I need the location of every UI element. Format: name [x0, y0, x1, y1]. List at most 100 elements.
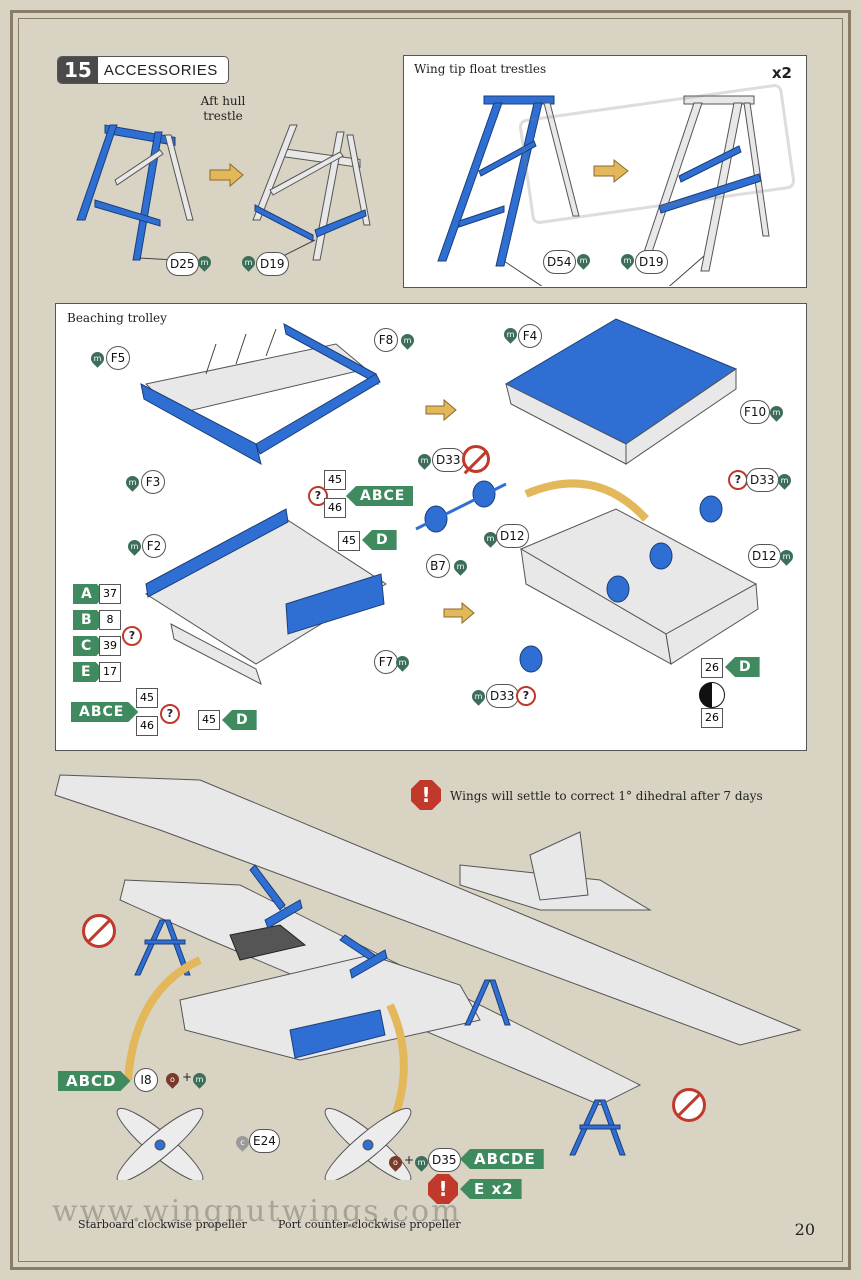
- step-title: ACCESSORIES: [103, 61, 218, 79]
- variant-tag-e: E: [73, 662, 106, 682]
- decal-icon: [699, 682, 725, 708]
- part-f4: F4: [518, 324, 542, 348]
- aft-hull-diagram: [76, 124, 371, 261]
- glue-drop-icon: m: [767, 403, 786, 422]
- variant-tag-a: A: [73, 584, 107, 604]
- aft-trestle-blue: [76, 124, 194, 261]
- part-f8: F8: [374, 328, 398, 352]
- glue-drop-icon: m: [88, 349, 107, 368]
- variant-num-c: 39: [99, 636, 121, 656]
- trolley-panel: Beaching trolley m: [55, 303, 807, 751]
- part-i8: I8: [134, 1068, 158, 1092]
- variant-num-b: 8: [99, 610, 121, 630]
- tag-abcd: ABCD: [58, 1071, 131, 1091]
- variant-num-e: 17: [99, 662, 121, 682]
- part-d25: D25: [166, 252, 199, 276]
- wing-tip-panel: Wing tip float trestles x2: [403, 55, 807, 288]
- warning-icon: !: [428, 1174, 458, 1204]
- wing-tip-diagram: [437, 95, 770, 286]
- num-26: 26: [701, 658, 723, 678]
- glue-drop-icon: m: [618, 251, 637, 270]
- part-d12-right: D12: [748, 544, 781, 568]
- num-46: 46: [324, 498, 346, 518]
- starboard-propeller: [116, 1107, 204, 1180]
- part-f10: F10: [740, 400, 771, 424]
- variant-tag-b: B: [73, 610, 107, 630]
- num-26: 26: [701, 708, 723, 728]
- glue-drop-icon: m: [775, 471, 794, 490]
- step-number: 15: [58, 57, 98, 83]
- question-icon: ?: [160, 704, 180, 724]
- tag-abce-bottom: ABCE: [71, 702, 138, 722]
- part-b7: B7: [426, 554, 450, 578]
- tag-d: D: [362, 530, 397, 550]
- glue-drop-icon: m: [398, 331, 417, 350]
- trolley-diagram: [140, 318, 759, 686]
- tag-d-right: D: [725, 657, 760, 677]
- part-d35: D35: [428, 1148, 461, 1172]
- trolley-title: Beaching trolley: [67, 311, 167, 325]
- num-45: 45: [136, 688, 158, 708]
- tag-e-x2: E x2: [460, 1179, 522, 1199]
- glue-drop-icon: m: [777, 547, 796, 566]
- part-d33-bottom: D33: [486, 684, 519, 708]
- glue-drop-icon: m: [123, 473, 142, 492]
- num-46: 46: [136, 716, 158, 736]
- glue-drop-icon: m: [469, 687, 488, 706]
- part-f3: F3: [141, 470, 165, 494]
- aft-hull-title: Aft hull trestle: [200, 94, 246, 123]
- part-f2: F2: [142, 534, 166, 558]
- part-f5: F5: [106, 346, 130, 370]
- glue-drop-icon: m: [239, 253, 258, 272]
- tag-d-bottom: D: [222, 710, 257, 730]
- warning-icon: !: [411, 780, 441, 810]
- glue-drop-icon: m: [501, 325, 520, 344]
- step-header: 15 ACCESSORIES: [57, 56, 229, 84]
- no-glue-icon: [672, 1088, 706, 1122]
- wing-tip-title: Wing tip float trestles: [414, 62, 547, 76]
- glue-drop-icon: m: [195, 253, 214, 272]
- part-d19: D19: [256, 252, 289, 276]
- glue-drop-icon: m: [393, 653, 412, 672]
- plus-icon: +: [182, 1070, 193, 1084]
- aircraft-diagram: [54, 774, 802, 1180]
- no-glue-icon: [82, 914, 116, 948]
- glue-drop-icon: m: [574, 251, 593, 270]
- variant-num-a: 37: [99, 584, 121, 604]
- tag-abcde: ABCDE: [460, 1149, 544, 1169]
- port-label: Port counter-clockwise propeller: [278, 1218, 461, 1231]
- wing-tip-quantity: x2: [771, 64, 792, 82]
- part-d33-top: D33: [432, 448, 465, 472]
- part-e24: E24: [249, 1129, 280, 1153]
- part-d12-left: D12: [496, 524, 529, 548]
- tag-abce: ABCE: [346, 486, 414, 506]
- dihedral-warning: Wings will settle to correct 1° dihedral…: [450, 789, 763, 803]
- aft-trestle-grey: [252, 124, 371, 261]
- question-icon: ?: [308, 486, 328, 506]
- starboard-label: Starboard clockwise propeller: [78, 1218, 247, 1231]
- port-propeller: [324, 1107, 412, 1180]
- page-border-inner: [18, 18, 843, 1262]
- oil-drop-icon: o: [386, 1153, 405, 1172]
- plus-icon: +: [404, 1153, 415, 1167]
- glue-drop-icon: m: [190, 1070, 209, 1089]
- wing-trestle-grey: [640, 95, 770, 272]
- part-d54: D54: [543, 250, 576, 274]
- glue-drop-icon: m: [451, 557, 470, 576]
- num-45: 45: [338, 531, 360, 551]
- glue-drop-icon: m: [125, 537, 144, 556]
- part-d19-wing: D19: [635, 250, 668, 274]
- part-f7: F7: [374, 650, 398, 674]
- question-icon: ?: [122, 626, 142, 646]
- question-icon: ?: [516, 686, 536, 706]
- question-icon: ?: [728, 470, 748, 490]
- num-45: 45: [324, 470, 346, 490]
- wing-trestle-blue: [437, 95, 580, 267]
- oil-drop-icon: o: [163, 1070, 182, 1089]
- glue-drop-icon: m: [415, 451, 434, 470]
- page-number: 20: [794, 1220, 815, 1239]
- page-border: [10, 10, 851, 1270]
- num-45: 45: [198, 710, 220, 730]
- no-glue-icon: [462, 445, 490, 473]
- part-d33-right: D33: [746, 468, 779, 492]
